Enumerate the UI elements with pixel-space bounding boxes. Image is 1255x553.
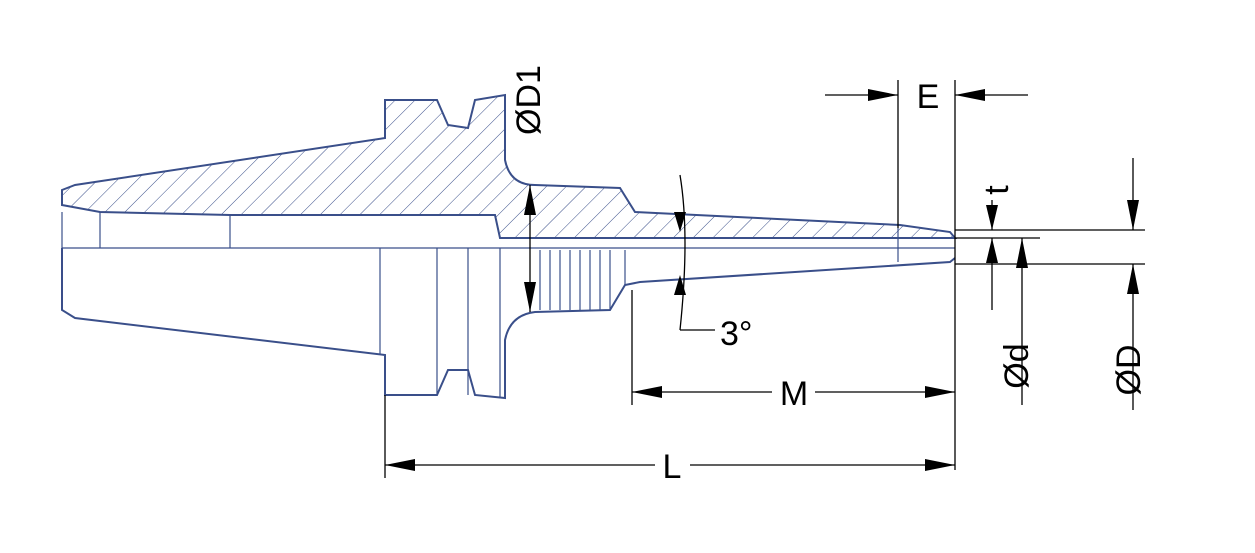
- dimension-E: E: [825, 78, 1028, 470]
- holder-body: [61, 93, 958, 400]
- dimension-D1: ØD1: [510, 65, 548, 312]
- dimension-D: ØD: [1110, 158, 1148, 410]
- label-angle: 3°: [720, 315, 753, 353]
- dimension-L: L: [384, 395, 955, 486]
- label-M: M: [780, 375, 808, 413]
- label-t: t: [978, 185, 1016, 195]
- label-d: Ød: [998, 343, 1036, 388]
- thread-lines: [539, 250, 626, 310]
- label-L: L: [663, 448, 682, 486]
- hatched-section: [61, 93, 958, 239]
- dimension-angle: 3°: [674, 174, 753, 353]
- holder-lower-outline: [61, 248, 956, 400]
- dimension-d: Ød: [998, 238, 1036, 405]
- dimension-t: t: [955, 185, 1145, 310]
- label-D: ØD: [1110, 345, 1148, 396]
- dimension-M: M: [631, 290, 955, 413]
- label-D1: ØD1: [510, 65, 548, 135]
- label-E: E: [917, 78, 940, 116]
